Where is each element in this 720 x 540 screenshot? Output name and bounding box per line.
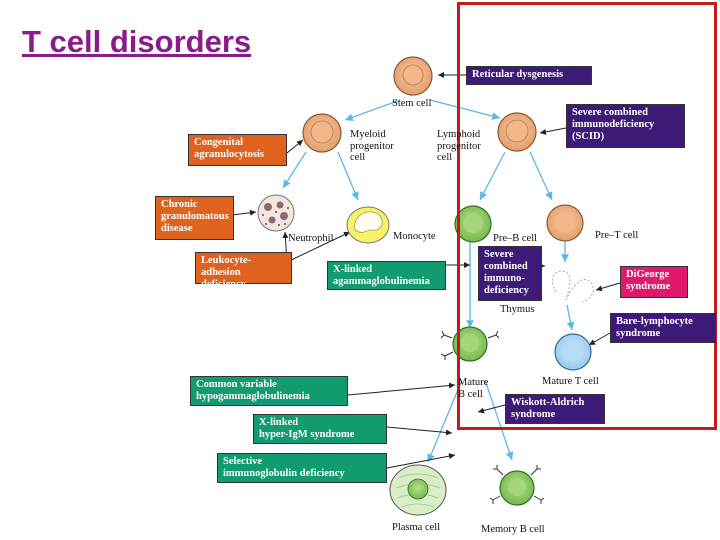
- plasma-cell-label: Plasma cell: [392, 522, 441, 533]
- monocyte-cell: [346, 206, 390, 244]
- mature-b-cell: [440, 326, 500, 362]
- thymus-shape: [551, 270, 594, 303]
- lineage-arrows: [282, 99, 575, 463]
- mature-t-cell: [554, 333, 592, 371]
- t-cell-highlight-frame: [457, 2, 717, 430]
- disorder-pointer-arrows: [231, 72, 621, 469]
- pre-b-cell: [454, 205, 492, 243]
- neutrophil-label: Neutrophil: [288, 233, 334, 244]
- pre-t-cell: [546, 204, 584, 242]
- monocyte-label: Monocyte: [393, 231, 436, 242]
- lymphoid-progenitor-cell: [497, 112, 537, 152]
- pre-t-cell-label: Pre–T cell: [595, 230, 639, 241]
- stem-cell: [393, 56, 433, 96]
- thymus-label: Thymus: [500, 304, 535, 315]
- reticular-dysgenesis-box: Reticular dysgenesis: [466, 66, 592, 85]
- mature-t-cell-label: Mature T cell: [542, 376, 599, 387]
- plasma-cell: [389, 464, 447, 516]
- slide-title: T cell disorders: [22, 24, 252, 59]
- memory-b-cell: [489, 465, 545, 506]
- memory-b-cell-label: Memory B cell: [481, 524, 545, 535]
- neutrophil-cell: [257, 194, 295, 232]
- stem-cell-label: Stem cell: [392, 98, 432, 109]
- myeloid-progenitor-cell: [302, 113, 342, 153]
- pre-b-cell-label: Pre–B cell: [493, 233, 538, 244]
